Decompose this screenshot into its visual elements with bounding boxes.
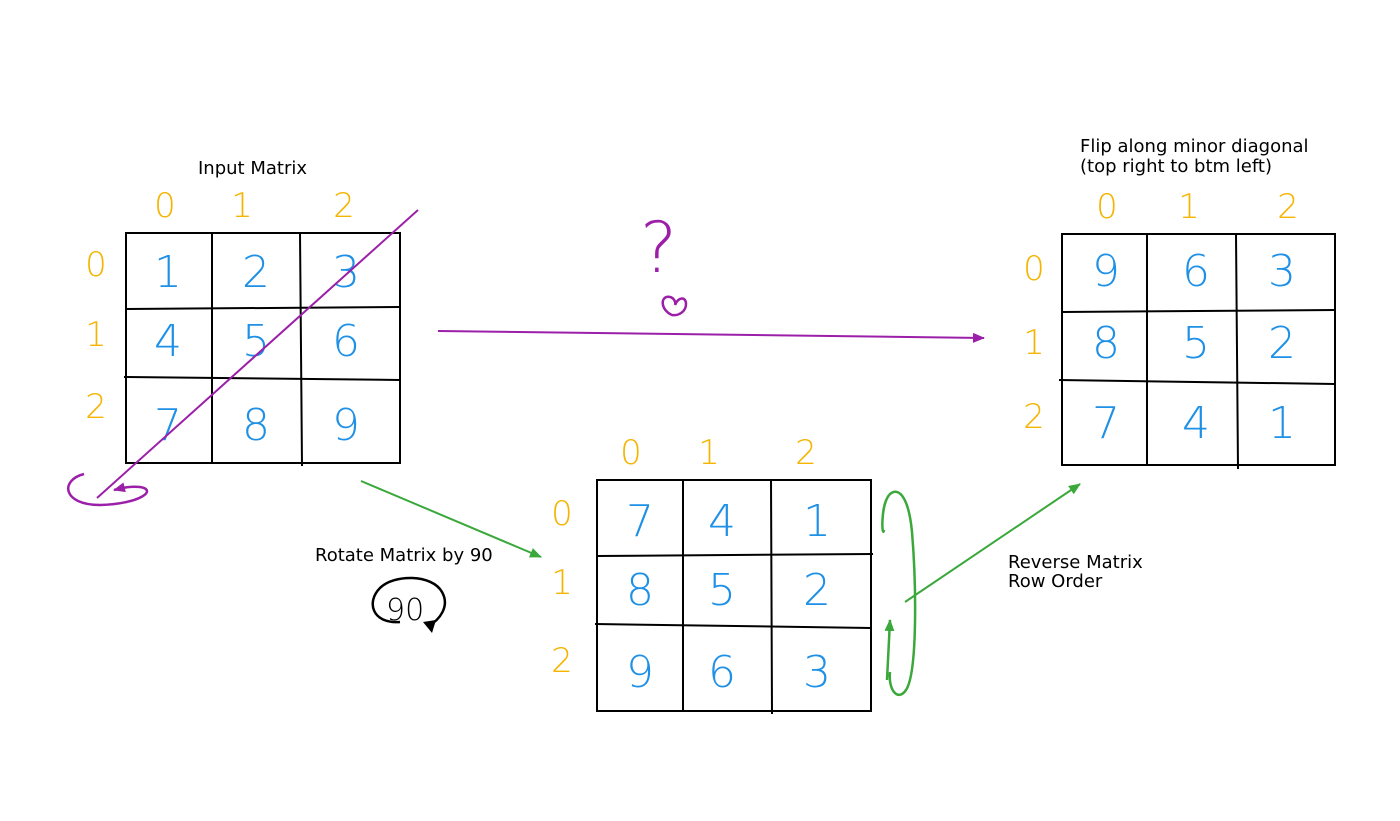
flipped-cell-r1c1: 5 xyxy=(1182,318,1210,369)
input-row-index-2: 2 xyxy=(85,387,107,427)
input-cell-r2c2: 9 xyxy=(332,400,360,451)
reverse-arrow xyxy=(904,483,1081,603)
input-cell-r1c2: 6 xyxy=(332,316,360,367)
reverse-label-line2: Row Order xyxy=(1008,571,1103,592)
flipped-row-index-1: 1 xyxy=(1023,323,1045,363)
input-cell-r0c1: 2 xyxy=(242,247,270,298)
rotated-cell-r2c2: 3 xyxy=(803,647,831,698)
flipped-matrix-indices: 0 0 1 1 2 2 xyxy=(1023,187,1299,437)
minor-diagonal-line xyxy=(96,209,419,499)
rotate-label: Rotate Matrix by 90 xyxy=(315,545,493,566)
input-cell-r0c2: 3 xyxy=(332,247,360,298)
flipped-cell-r2c0: 7 xyxy=(1092,398,1120,449)
flipped-cell-r2c2: 1 xyxy=(1268,398,1296,449)
flip-title-line2: (top right to btm left) xyxy=(1080,156,1272,177)
rotated-cell-r2c1: 6 xyxy=(708,647,736,698)
flipped-col-index-1: 1 xyxy=(1178,187,1200,227)
flipped-cell-r0c0: 9 xyxy=(1092,246,1120,297)
input-matrix-indices: 0 0 1 1 2 2 xyxy=(85,186,355,427)
flipped-col-index-0: 0 xyxy=(1096,187,1118,227)
rotation-degrees: 90 xyxy=(386,593,424,628)
flip-title-line1: Flip along minor diagonal xyxy=(1080,136,1309,157)
rotated-matrix-indices: 0 0 1 1 2 2 xyxy=(551,433,817,681)
rotated-cell-r0c1: 4 xyxy=(708,496,736,547)
input-matrix-title: Input Matrix xyxy=(198,158,307,179)
input-row-index-0: 0 xyxy=(85,245,107,285)
minor-diagonal-annotation xyxy=(67,209,419,507)
rotated-cell-r0c0: 7 xyxy=(626,496,654,547)
rotated-matrix-grid xyxy=(594,479,874,715)
rotated-cell-r1c2: 2 xyxy=(803,565,831,616)
flipped-matrix-values: 9 6 3 8 5 2 7 4 1 xyxy=(1092,246,1296,449)
reverse-bracket-loop xyxy=(881,490,917,697)
rotate-arrow xyxy=(360,480,542,558)
rotated-row-index-0: 0 xyxy=(551,494,573,534)
rotated-matrix-values: 7 4 1 8 5 2 9 6 3 xyxy=(626,496,831,698)
input-col-index-0: 0 xyxy=(154,186,176,226)
rotated-row-index-1: 1 xyxy=(551,563,573,603)
reverse-row-order-annotation xyxy=(881,483,1081,697)
reverse-label-line1: Reverse Matrix xyxy=(1008,552,1143,573)
flipped-cell-r1c2: 2 xyxy=(1268,318,1296,369)
diagonal-curl-arrow-icon xyxy=(67,472,149,507)
flipped-col-index-2: 2 xyxy=(1277,187,1299,227)
input-cell-r1c1: 5 xyxy=(242,316,270,367)
input-row-index-1: 1 xyxy=(85,315,107,355)
input-cell-r1c0: 4 xyxy=(154,316,182,367)
rotated-cell-r2c0: 9 xyxy=(626,647,654,698)
rotate-90-glyph: 90 xyxy=(371,576,447,633)
flipped-cell-r0c1: 6 xyxy=(1182,246,1210,297)
rotated-col-index-2: 2 xyxy=(795,433,817,473)
rotated-col-index-0: 0 xyxy=(620,433,642,473)
flipped-cell-r1c0: 8 xyxy=(1092,318,1120,369)
rotated-cell-r1c1: 5 xyxy=(708,565,736,616)
rotated-cell-r0c2: 1 xyxy=(803,496,831,547)
input-col-index-2: 2 xyxy=(333,186,355,226)
question-dot-heart-icon xyxy=(661,295,688,317)
input-matrix-grid xyxy=(123,232,401,467)
question-transform-arrow: ? xyxy=(437,207,985,343)
question-mark: ? xyxy=(640,207,677,289)
input-cell-r0c0: 1 xyxy=(154,247,182,298)
flipped-cell-r0c2: 3 xyxy=(1268,246,1296,297)
flipped-row-index-0: 0 xyxy=(1023,249,1045,289)
flipped-matrix-grid xyxy=(1058,233,1336,470)
rotation-arrowhead-icon xyxy=(423,620,436,633)
flipped-row-index-2: 2 xyxy=(1023,397,1045,437)
input-col-index-1: 1 xyxy=(231,186,253,226)
reverse-bracket-arrow-shaft xyxy=(884,619,895,681)
flipped-cell-r2c1: 4 xyxy=(1182,398,1210,449)
rotation-circle-icon xyxy=(371,576,447,628)
rotated-cell-r1c0: 8 xyxy=(626,565,654,616)
rotated-row-index-2: 2 xyxy=(551,641,573,681)
input-cell-r2c1: 8 xyxy=(242,400,270,451)
rotated-col-index-1: 1 xyxy=(698,433,720,473)
